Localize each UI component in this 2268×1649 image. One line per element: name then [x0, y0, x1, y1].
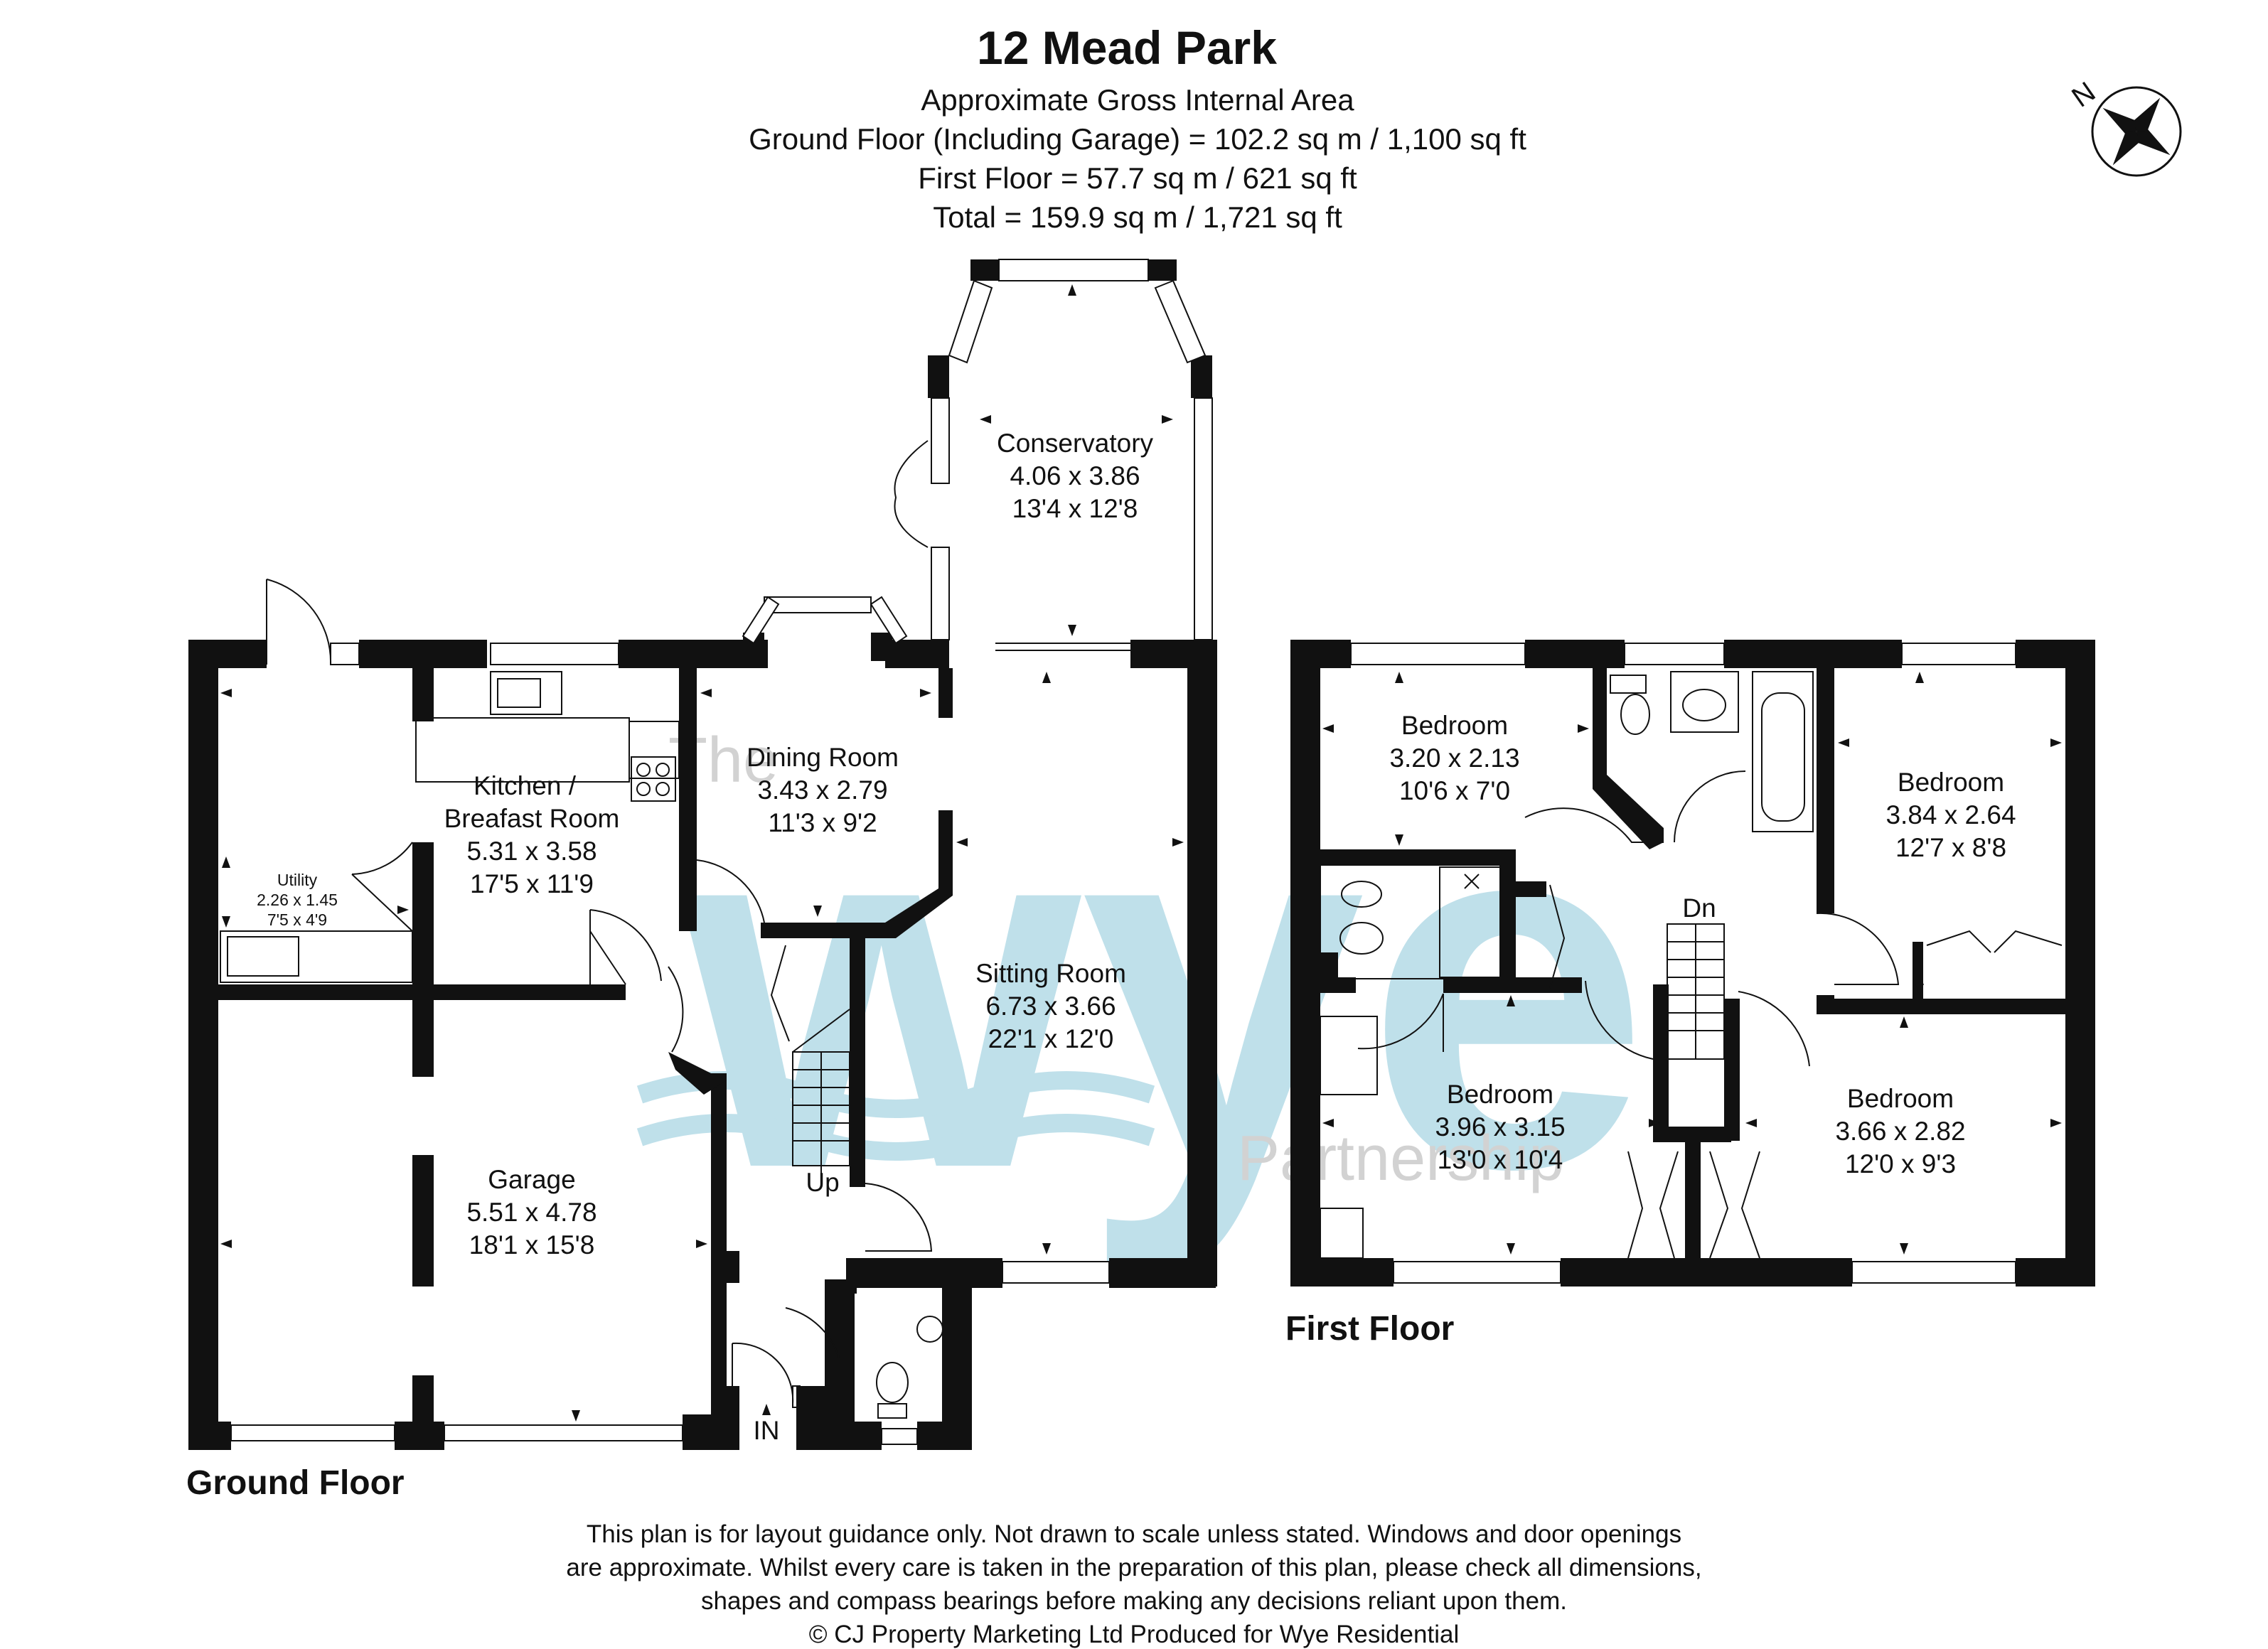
garage-imperial: 18'1 x 15'8: [469, 1230, 595, 1259]
bed1-imperial: 10'6 x 7'0: [1399, 776, 1510, 805]
room-conservatory: Conservatory 4.06 x 3.86 13'4 x 12'8: [997, 429, 1154, 523]
bed2-name: Bedroom: [1898, 768, 2004, 797]
first-floor-label: First Floor: [1285, 1310, 1454, 1348]
room-garage: Garage 5.51 x 4.78 18'1 x 15'8: [466, 1165, 597, 1259]
first-floor-fixtures: [1320, 671, 2063, 1259]
kitchen-name-1: Kitchen /: [474, 771, 577, 800]
ground-floor-walls: [188, 259, 1217, 1450]
kitchen-name-2: Breafast Room: [444, 804, 620, 833]
sitting-name: Sitting Room: [975, 959, 1126, 988]
kitchen-metric: 5.31 x 3.58: [466, 837, 597, 866]
bed2-metric: 3.84 x 2.64: [1885, 800, 2016, 829]
dining-imperial: 11'3 x 9'2: [768, 808, 877, 837]
utility-metric: 2.26 x 1.45: [257, 891, 338, 909]
room-kitchen: Kitchen / Breafast Room 5.31 x 3.58 17'5…: [444, 771, 620, 898]
disclaimer-line-3: shapes and compass bearings before makin…: [701, 1587, 1567, 1615]
room-dining: Dining Room 3.43 x 2.79 11'3 x 9'2: [747, 743, 899, 837]
bed1-metric: 3.20 x 2.13: [1389, 743, 1519, 773]
conservatory-name: Conservatory: [997, 429, 1154, 458]
bed4-imperial: 12'0 x 9'3: [1845, 1149, 1956, 1178]
bed3-metric: 3.96 x 3.15: [1435, 1112, 1565, 1142]
sitting-imperial: 22'1 x 12'0: [988, 1024, 1114, 1053]
room-utility: Utility 2.26 x 1.45 7'5 x 4'9: [257, 871, 338, 929]
bed2-imperial: 12'7 x 8'8: [1895, 833, 2006, 862]
bed4-name: Bedroom: [1847, 1084, 1954, 1113]
compass-icon: [2091, 86, 2182, 177]
room-bedroom-4: Bedroom 3.66 x 2.82 12'0 x 9'3: [1835, 1084, 1965, 1178]
utility-imperial: 7'5 x 4'9: [267, 911, 327, 929]
bed4-metric: 3.66 x 2.82: [1835, 1117, 1965, 1146]
area-total: Total = 159.9 sq m / 1,721 sq ft: [933, 200, 1342, 234]
area-first-floor: First Floor = 57.7 sq m / 621 sq ft: [918, 161, 1357, 195]
room-bedroom-1: Bedroom 3.20 x 2.13 10'6 x 7'0: [1389, 711, 1519, 805]
conservatory-imperial: 13'4 x 12'8: [1012, 494, 1138, 523]
room-bedroom-2: Bedroom 3.84 x 2.64 12'7 x 8'8: [1885, 768, 2016, 862]
garage-name: Garage: [488, 1165, 575, 1194]
conservatory-metric: 4.06 x 3.86: [1010, 461, 1140, 490]
first-floor-walls: [1290, 640, 2095, 1287]
disclaimer-line-1: This plan is for layout guidance only. N…: [587, 1520, 1681, 1548]
bed3-imperial: 13'0 x 10'4: [1438, 1145, 1563, 1174]
ground-floor-label: Ground Floor: [186, 1464, 405, 1502]
garage-metric: 5.51 x 4.78: [466, 1198, 597, 1227]
ground-floor-windows: [230, 259, 1213, 1445]
sitting-metric: 6.73 x 3.66: [985, 992, 1116, 1021]
dining-metric: 3.43 x 2.79: [757, 775, 887, 805]
disclaimer-line-2: are approximate. Whilst every care is ta…: [566, 1554, 1701, 1581]
compass-north-label: N: [2066, 76, 2101, 114]
stairs-up-label: Up: [806, 1168, 839, 1197]
room-bedroom-3: Bedroom 3.96 x 3.15 13'0 x 10'4: [1435, 1080, 1565, 1174]
room-sitting: Sitting Room 6.73 x 3.66 22'1 x 12'0: [975, 959, 1126, 1053]
first-floor-windows: [1350, 643, 2016, 1284]
ground-floor-arrows: [220, 284, 1184, 1422]
stairs-down-label: Dn: [1682, 893, 1716, 923]
first-floor-arrows: [1322, 672, 2062, 1255]
entrance-label: IN: [754, 1416, 780, 1445]
area-ground-floor: Ground Floor (Including Garage) = 102.2 …: [749, 122, 1526, 156]
bed3-name: Bedroom: [1447, 1080, 1553, 1109]
utility-name: Utility: [277, 871, 318, 889]
ground-floor-fixtures: [220, 440, 943, 1419]
kitchen-imperial: 17'5 x 11'9: [470, 869, 594, 898]
copyright-line: © CJ Property Marketing Ltd Produced for…: [809, 1621, 1459, 1648]
area-caption: Approximate Gross Internal Area: [921, 83, 1354, 117]
plan-title: 12 Mead Park: [977, 21, 1277, 74]
dining-name: Dining Room: [747, 743, 899, 772]
bed1-name: Bedroom: [1401, 711, 1508, 740]
